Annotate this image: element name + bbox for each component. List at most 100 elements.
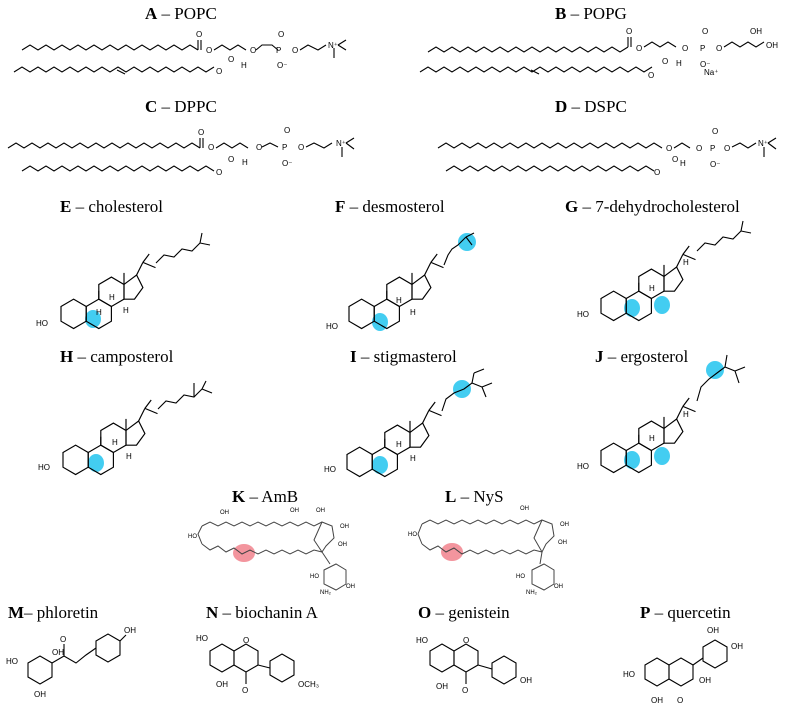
svg-text:O: O	[196, 30, 202, 39]
svg-text:H: H	[676, 59, 682, 68]
desmosterol-structure: HO H H	[326, 232, 476, 331]
panel-e-label: E – cholesterol	[60, 197, 163, 216]
svg-text:O: O	[462, 686, 468, 695]
svg-text:OH: OH	[340, 524, 349, 530]
svg-text:O: O	[243, 636, 249, 645]
svg-text:O⁻: O⁻	[282, 159, 292, 168]
svg-text:OH: OH	[766, 41, 778, 50]
svg-text:H: H	[396, 296, 402, 305]
panel-b-label: B – POPG	[555, 4, 627, 23]
panel-o-label: O – genistein	[418, 603, 510, 622]
svg-text:OCH₃: OCH₃	[298, 680, 319, 689]
svg-text:OH: OH	[750, 27, 762, 36]
svg-text:Na⁺: Na⁺	[704, 68, 718, 77]
svg-text:HO: HO	[196, 634, 208, 643]
svg-text:OH: OH	[316, 508, 325, 514]
svg-text:O: O	[60, 635, 66, 644]
cholesterol-structure: HO H H H	[36, 232, 211, 330]
svg-text:HO: HO	[577, 310, 589, 319]
svg-text:P: P	[276, 46, 281, 55]
quercetin-structure: OH OH HO OH OH O	[623, 626, 743, 705]
svg-text:OH: OH	[338, 542, 347, 548]
svg-text:O: O	[716, 44, 722, 53]
svg-text:O: O	[712, 127, 718, 136]
svg-text:O: O	[242, 686, 248, 695]
svg-text:H: H	[680, 159, 686, 168]
nystatin-structure: HO OH OH OH HO NH₂ OH	[408, 506, 569, 596]
svg-text:H: H	[649, 434, 655, 443]
svg-text:O: O	[206, 46, 212, 55]
svg-text:O: O	[654, 168, 660, 177]
svg-text:H: H	[396, 440, 402, 449]
panel-m-phloretin: M– phloretin OH O HO OH OH	[0, 603, 180, 715]
svg-text:O⁻: O⁻	[277, 61, 287, 70]
svg-text:HO: HO	[326, 322, 338, 331]
svg-text:HO: HO	[516, 574, 525, 580]
svg-text:H: H	[241, 61, 247, 70]
panel-d-dspc: D – DSPC O H O P O O⁻ O N⁺ O O	[410, 93, 798, 193]
svg-text:HO: HO	[577, 462, 589, 471]
svg-text:O: O	[682, 44, 688, 53]
dppc-structure: O O H O P O O⁻ O N⁺ O O	[7, 126, 355, 177]
svg-text:HO: HO	[310, 574, 319, 580]
svg-text:O: O	[228, 55, 234, 64]
svg-text:P: P	[710, 144, 715, 153]
svg-text:OH: OH	[346, 584, 355, 590]
svg-text:O: O	[696, 144, 702, 153]
stigmasterol-structure: HO H H	[324, 368, 493, 478]
svg-text:NH₂: NH₂	[526, 590, 538, 596]
panel-a-popc: A – POPC O O H O P O O⁻ O N⁺ O O	[0, 0, 380, 90]
svg-text:O: O	[724, 144, 730, 153]
svg-text:N⁺: N⁺	[758, 139, 768, 148]
svg-text:N⁺: N⁺	[336, 139, 346, 148]
panel-k-label: K – AmB	[232, 487, 299, 506]
svg-text:H: H	[683, 410, 689, 419]
svg-text:OH: OH	[554, 584, 563, 590]
amphotericin-b-structure: HO OH OH OH OH OH HO NH₂ OH	[188, 508, 355, 596]
panel-n-label: N – biochanin A	[206, 603, 318, 622]
panel-j-ergosterol: J – ergosterol HO H H	[565, 343, 798, 488]
panel-f-label: F – desmosterol	[335, 197, 445, 216]
svg-text:O: O	[666, 144, 672, 153]
svg-text:O: O	[702, 27, 708, 36]
panel-h-label: H – camposterol	[60, 347, 174, 366]
panel-c-dppc: C – DPPC O O H O P O O⁻ O N⁺ O O	[0, 93, 390, 193]
svg-text:HO: HO	[36, 319, 48, 328]
svg-text:O: O	[626, 27, 632, 36]
svg-text:O: O	[677, 696, 683, 705]
svg-text:H: H	[126, 452, 132, 461]
svg-text:OH: OH	[699, 676, 711, 685]
svg-text:O: O	[208, 143, 214, 152]
panel-n-biochanin-a: N – biochanin A O O HO OH OCH₃	[180, 603, 380, 715]
svg-text:H: H	[683, 258, 689, 267]
camposterol-structure: HO H H	[38, 380, 213, 476]
panel-g-label: G – 7-dehydrocholesterol	[565, 197, 740, 216]
svg-text:O: O	[648, 71, 654, 80]
svg-text:HO: HO	[623, 670, 635, 679]
panel-d-label: D – DSPC	[555, 97, 627, 116]
svg-text:H: H	[649, 284, 655, 293]
panel-p-label: P – quercetin	[640, 603, 731, 622]
dspc-structure: O H O P O O⁻ O N⁺ O O	[437, 127, 777, 177]
panel-h-camposterol: H – camposterol HO H H	[30, 343, 280, 488]
svg-text:OH: OH	[436, 682, 448, 691]
svg-text:OH: OH	[124, 626, 136, 635]
panel-c-label: C – DPPC	[145, 97, 217, 116]
svg-text:O: O	[463, 636, 469, 645]
panel-e-cholesterol: E – cholesterol HO H H H	[30, 193, 280, 338]
panel-m-label: M– phloretin	[8, 603, 99, 622]
svg-text:O: O	[672, 155, 678, 164]
7-dehydrocholesterol-structure: HO H H	[577, 220, 752, 322]
svg-text:O: O	[298, 143, 304, 152]
biochanin-a-structure: O O HO OH OCH₃	[196, 634, 319, 695]
svg-text:OH: OH	[34, 690, 46, 699]
panel-a-label: A – POPC	[145, 4, 217, 23]
panel-k-amb: K – AmB HO OH OH OH OH OH HO NH₂ OH	[180, 487, 390, 603]
popc-structure: O O H O P O O⁻ O N⁺ O O	[13, 30, 347, 76]
svg-text:OH: OH	[707, 626, 719, 635]
svg-text:P: P	[282, 143, 287, 152]
svg-text:OH: OH	[290, 508, 299, 514]
svg-text:O: O	[278, 30, 284, 39]
genistein-structure: O O HO OH OH	[416, 636, 532, 695]
svg-text:H: H	[410, 308, 416, 317]
